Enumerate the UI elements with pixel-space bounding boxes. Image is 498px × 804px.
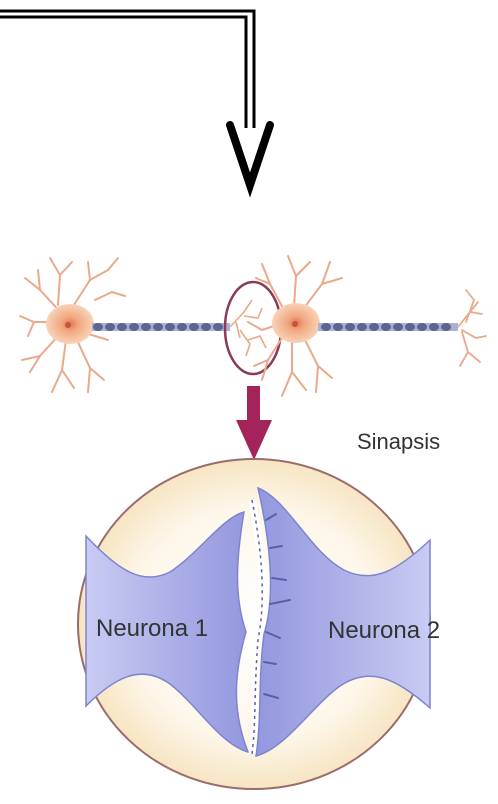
magnifier-circle [225,282,281,374]
right-nucleus [292,321,298,327]
connector-arrow [0,11,270,185]
synapse-label: Sinapsis [357,429,440,454]
connector-line-inner [0,17,246,128]
neuron-chain [20,256,486,396]
axon-2-beads [321,323,451,331]
zoom-pointer-arrow [236,386,272,460]
neuron-1-label: Neurona 1 [96,615,208,642]
axon-terminal-branches [230,300,266,356]
connector-line-outer [0,11,254,128]
right-terminal-tuft [458,290,486,366]
left-nucleus [65,322,71,328]
down-arrow-head [230,125,270,185]
axon-1-beads [93,323,223,331]
neuron-2-label: Neurona 2 [328,617,440,644]
